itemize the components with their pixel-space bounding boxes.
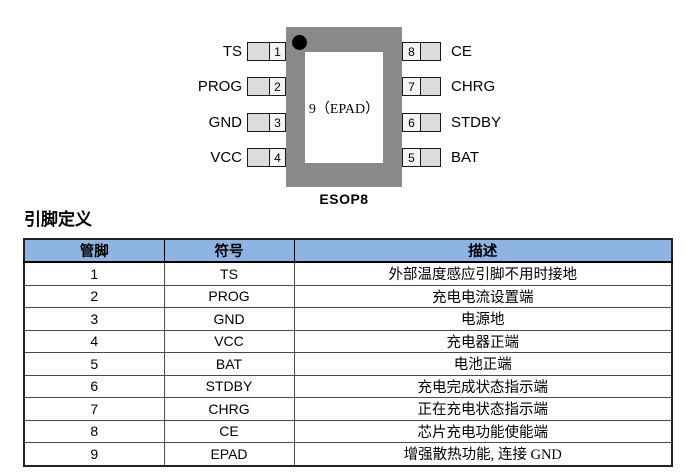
- pin-label-prog: PROG: [197, 78, 242, 95]
- pin-symbol-cell: VCC: [163, 329, 295, 353]
- pin-number-cell: 3: [23, 307, 165, 331]
- pin-symbol-cell: CE: [163, 419, 295, 443]
- pin-desc-cell: 充电器正端: [293, 329, 673, 353]
- table-header-row: 管脚 符号 描述: [23, 238, 673, 263]
- pin-symbol-cell: EPAD: [163, 442, 295, 466]
- pin-label-chrg: CHRG: [451, 78, 496, 95]
- pin-label-ce: CE: [451, 43, 472, 60]
- pin-6: 6: [402, 113, 441, 132]
- epad-label: 9（EPAD）: [308, 101, 380, 117]
- section-title: 引脚定义: [24, 210, 92, 229]
- pin-1: 1: [247, 42, 286, 61]
- table-row: 1 TS 外部温度感应引脚不用时接地: [23, 261, 673, 286]
- pin-symbol-cell: BAT: [163, 352, 295, 376]
- pin-symbol-cell: PROG: [163, 284, 295, 308]
- pin-number-cell: 2: [23, 284, 165, 308]
- pin-7: 7: [402, 77, 441, 96]
- pin-lead: [248, 114, 269, 131]
- chip-body: 9（EPAD）: [286, 27, 402, 187]
- table-row: 5 BAT 电池正端: [23, 352, 673, 376]
- pin-symbol-cell: CHRG: [163, 397, 295, 421]
- pin-number: 7: [403, 78, 421, 95]
- pin-number-cell: 5: [23, 352, 165, 376]
- pin-desc-cell: 电池正端: [293, 352, 673, 376]
- pin-desc-cell: 充电完成状态指示端: [293, 374, 673, 398]
- pin-symbol-cell: STDBY: [163, 374, 295, 398]
- pin-number-cell: 4: [23, 329, 165, 353]
- table-row: 8 CE 芯片充电功能使能端: [23, 419, 673, 443]
- header-symbol: 符号: [163, 238, 295, 263]
- pin-lead: [421, 149, 440, 166]
- pin-label-gnd: GND: [208, 114, 242, 131]
- pin-number: 2: [269, 78, 285, 95]
- pin-symbol-cell: TS: [163, 261, 295, 286]
- pin-4: 4: [247, 148, 286, 167]
- pin-desc-cell: 充电电流设置端: [293, 284, 673, 308]
- pin-lead: [248, 149, 269, 166]
- header-pin: 管脚: [23, 238, 165, 263]
- pin-desc-cell: 增强散热功能, 连接 GND: [293, 442, 673, 466]
- pin-number-cell: 6: [23, 374, 165, 398]
- pin-number: 4: [269, 149, 285, 166]
- pin-label-stdby: STDBY: [451, 114, 502, 131]
- pin-3: 3: [247, 113, 286, 132]
- table-row: 7 CHRG 正在充电状态指示端: [23, 397, 673, 421]
- pin-label-bat: BAT: [451, 149, 480, 166]
- pin-number: 6: [403, 114, 421, 131]
- pin-lead: [421, 78, 440, 95]
- table-row: 4 VCC 充电器正端: [23, 329, 673, 353]
- pin-number-cell: 8: [23, 419, 165, 443]
- pin-number-cell: 1: [23, 261, 165, 286]
- pin-number: 1: [269, 43, 285, 60]
- pin-definition-table: 管脚 符号 描述 1 TS 外部温度感应引脚不用时接地 2 PROG 充电电流设…: [23, 238, 673, 467]
- table-row: 3 GND 电源地: [23, 307, 673, 331]
- pin-desc-cell: 芯片充电功能使能端: [293, 419, 673, 443]
- epad-area: 9（EPAD）: [305, 52, 383, 163]
- header-desc: 描述: [293, 238, 673, 263]
- pin-symbol-cell: GND: [163, 307, 295, 331]
- table-row: 2 PROG 充电电流设置端: [23, 284, 673, 308]
- pin-desc-cell: 正在充电状态指示端: [293, 397, 673, 421]
- pin-number-cell: 9: [23, 442, 165, 466]
- pin-lead: [248, 43, 269, 60]
- pin-lead: [248, 78, 269, 95]
- pin-number: 5: [403, 149, 421, 166]
- pin-5: 5: [402, 148, 441, 167]
- table-row: 6 STDBY 充电完成状态指示端: [23, 374, 673, 398]
- pin-number-cell: 7: [23, 397, 165, 421]
- pin-8: 8: [402, 42, 441, 61]
- pin-label-ts: TS: [222, 43, 242, 60]
- pin-number: 8: [403, 43, 421, 60]
- pin-lead: [421, 43, 440, 60]
- pin-label-vcc: VCC: [210, 149, 242, 166]
- table-row: 9 EPAD 增强散热功能, 连接 GND: [23, 442, 673, 466]
- pin-desc-cell: 外部温度感应引脚不用时接地: [293, 261, 673, 286]
- pin-desc-cell: 电源地: [293, 307, 673, 331]
- package-label: ESOP8: [319, 191, 369, 207]
- pin-2: 2: [247, 77, 286, 96]
- pin1-marker-dot: [292, 35, 307, 50]
- pin-lead: [421, 114, 440, 131]
- pin-number: 3: [269, 114, 285, 131]
